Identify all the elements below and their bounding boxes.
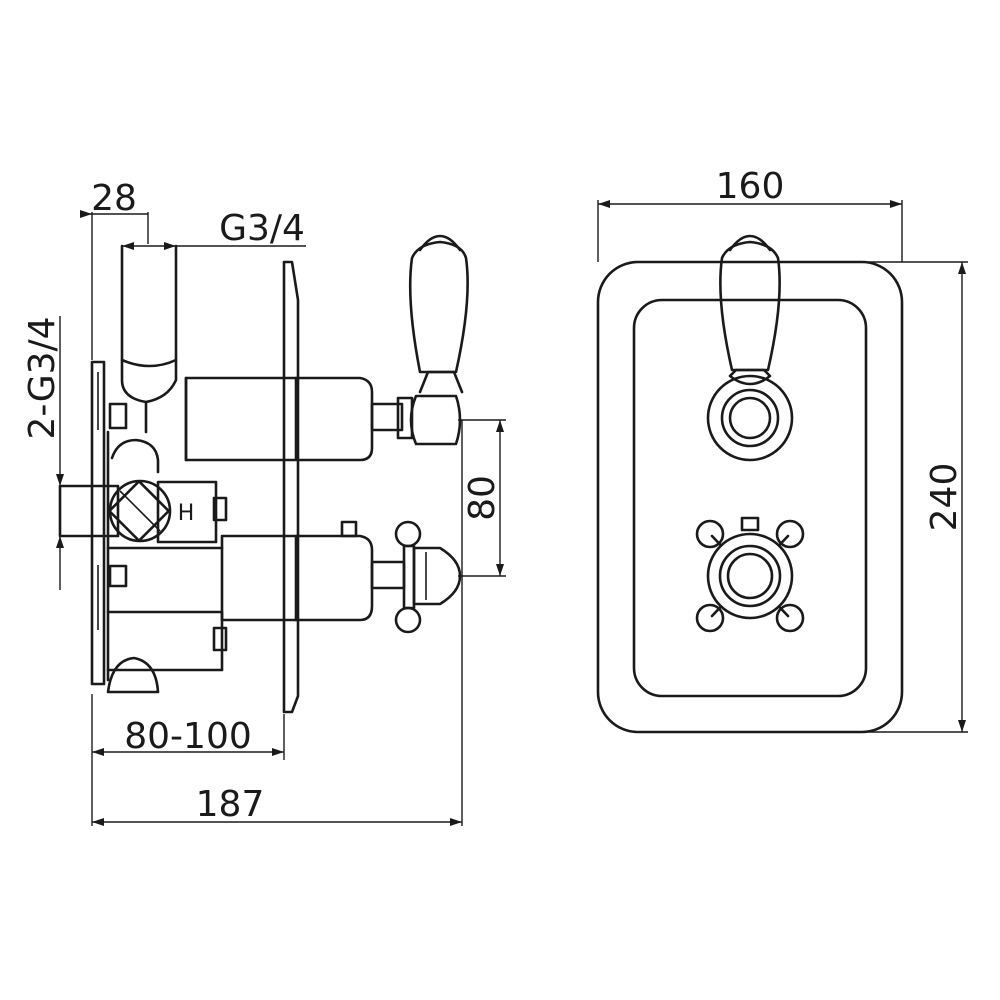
lever-hub-outer (706, 374, 794, 462)
cover-plate-side (282, 260, 300, 714)
lower-lug (108, 564, 128, 588)
upper-cartridge (184, 376, 298, 462)
cross-hub-ring (718, 544, 782, 608)
cross-arm (402, 544, 416, 610)
dim-wall-arrow-r (272, 748, 284, 756)
upper-handle-neck (418, 370, 464, 394)
back-plate (90, 360, 106, 686)
lever-handle-front (719, 240, 781, 372)
hot-inlet-plug (212, 496, 228, 522)
lower-cartridge-nub (340, 520, 358, 538)
upper-stem-collar (396, 396, 414, 440)
dim-width-arrow-r (890, 200, 902, 208)
dim-inlet-thread-label: 2-G3/4 (22, 316, 63, 439)
lower-body-block (106, 610, 224, 672)
outlet-pipe (120, 244, 178, 404)
dim-28-label: 28 (91, 178, 137, 219)
cross-knob-bottom (394, 606, 422, 634)
cross-handle-front (695, 516, 805, 633)
cross-knob-br (775, 603, 805, 633)
side-view: H (22, 178, 506, 826)
cover-plate-outer (596, 260, 904, 734)
cover-plate-inner (632, 298, 868, 698)
lower-cartridge (220, 534, 298, 622)
cross-hub (412, 546, 462, 606)
cross-knob-top (394, 520, 422, 548)
cross-knob-tl (695, 519, 725, 549)
front-view: 160 240 (596, 166, 968, 734)
dim-spacing-label: 80 (462, 475, 503, 521)
upper-stem (370, 402, 404, 432)
upper-cartridge-cap (294, 376, 374, 462)
cross-hub-inner (726, 552, 774, 600)
valve-body-dome (110, 438, 160, 474)
cross-knob-bl (695, 603, 725, 633)
cross-indicator (740, 516, 760, 532)
dim-outlet-thread-label: G3/4 (219, 208, 305, 249)
lever-handle-cap (418, 234, 462, 252)
dim-spacing-arrow-top (496, 420, 504, 432)
dim-outlet-thread-arrow-r (164, 242, 176, 250)
hot-inlet-block (156, 480, 218, 544)
inlet-hatch (119, 490, 161, 532)
dim-height-arrow-bottom (958, 720, 966, 732)
hot-inlet-mark: H (178, 501, 195, 526)
dim-spacing-arrow-bottom (496, 564, 504, 576)
dim-height-label: 240 (924, 463, 965, 532)
lever-handle-front-cap (728, 234, 772, 252)
lever-collar (728, 368, 772, 386)
dim-wall-label: 80-100 (124, 716, 252, 757)
dim-width-label: 160 (716, 166, 785, 207)
valve-lug-top (108, 402, 128, 430)
outlet-pipe-joint (120, 358, 178, 368)
cross-knob-tr (775, 519, 805, 549)
dim-inlet-thread-arrow-bottom (56, 536, 64, 548)
dim-total-arrow-l (92, 818, 104, 826)
lever-hub-inner (728, 396, 772, 440)
dim-height-arrow-top (958, 262, 966, 274)
lever-hub-ring (720, 388, 780, 448)
dim-wall-arrow-l (92, 748, 104, 756)
lower-stem (370, 560, 406, 590)
dim-total-label: 187 (196, 784, 265, 825)
upper-handle-hub (409, 394, 462, 446)
dim-inlet-thread-arrow-top (56, 474, 64, 486)
lower-plug (212, 626, 228, 652)
dim-outlet-thread-arrow-l (122, 242, 134, 250)
dim-total-arrow-r (450, 818, 462, 826)
dim-28-arrow (80, 210, 92, 218)
dim-width-arrow-l (598, 200, 610, 208)
lower-cartridge-cap (294, 534, 374, 622)
lever-handle (408, 240, 469, 374)
bottom-outlet (106, 656, 160, 694)
